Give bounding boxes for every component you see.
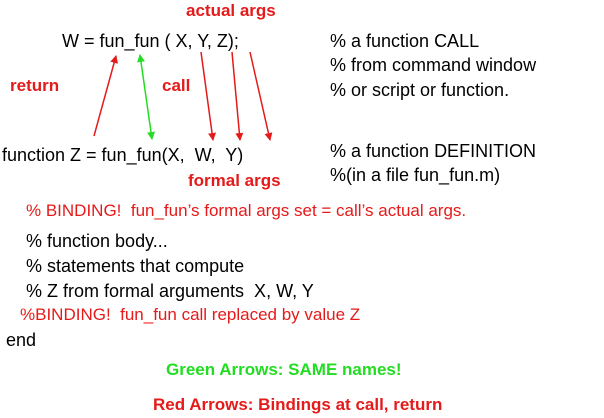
- binding-line-2: %BINDING! fun_fun call replaced by value…: [20, 305, 361, 324]
- comment-def-1: % a function DEFINITION: [330, 141, 537, 161]
- legend-green: Green Arrows: SAME names!: [166, 360, 402, 379]
- label-return: return: [10, 76, 60, 95]
- arg-arrow-z: [249, 51, 273, 141]
- end-line: end: [6, 330, 37, 350]
- body-line-1: % function body...: [26, 231, 168, 251]
- call-line: W = fun_fun ( X, Y, Z);: [62, 31, 239, 51]
- call-arrow-green: [137, 54, 155, 140]
- label-call: call: [162, 76, 191, 95]
- return-arrow: [93, 55, 119, 137]
- label-actual-args: actual args: [186, 1, 276, 20]
- binding-line: % BINDING! fun_fun’s formal args set = c…: [26, 201, 467, 220]
- arg-arrow-y: [231, 51, 244, 141]
- comment-call-1: % a function CALL: [330, 31, 480, 51]
- body-line-3: % Z from formal arguments X, W, Y: [26, 281, 314, 301]
- arg-arrow-x: [200, 51, 217, 141]
- comment-call-3: % or script or function.: [330, 80, 510, 100]
- comment-def-2: %(in a file fun_fun.m): [330, 165, 501, 185]
- legend-red: Red Arrows: Bindings at call, return: [153, 395, 443, 414]
- label-formal-args: formal args: [188, 171, 281, 190]
- definition-line: function Z = fun_fun(X, W, Y): [2, 145, 244, 165]
- comment-call-2: % from command window: [330, 55, 537, 75]
- body-line-2: % statements that compute: [26, 256, 245, 276]
